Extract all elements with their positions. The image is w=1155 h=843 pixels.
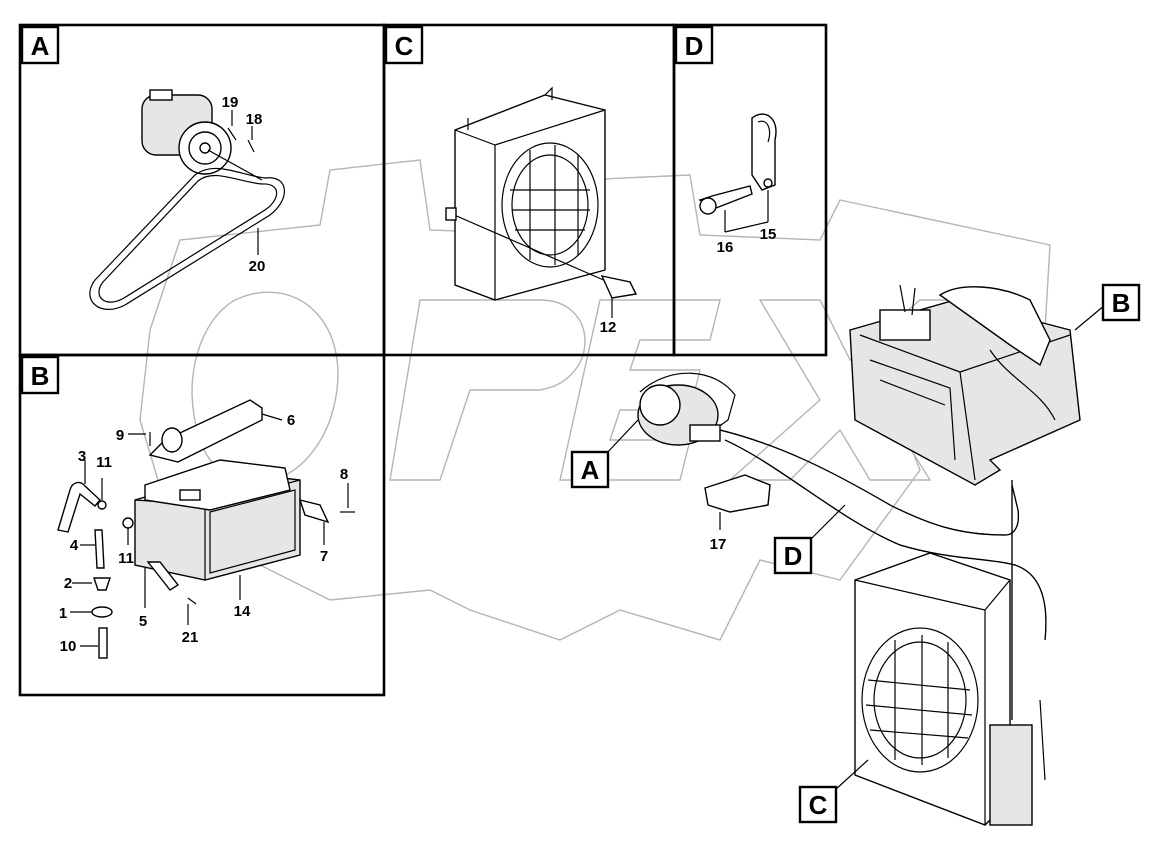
part-21-label: 21 [182, 629, 199, 646]
bolt-12-drawing [445, 207, 638, 318]
part-12-label: 12 [600, 319, 617, 336]
evaporator-unit-drawing [134, 459, 301, 600]
part-5-label: 5 [139, 613, 147, 630]
part-19-label: 19 [222, 94, 239, 111]
callout-c: C [798, 785, 838, 824]
bracket-7 [298, 499, 330, 545]
part-17-label: 17 [710, 536, 727, 553]
clamp-17-drawing [704, 474, 771, 530]
panel-b-frame [18, 353, 386, 697]
panel-c-label-box: C [384, 25, 424, 65]
clamp-1 [70, 606, 113, 618]
condenser-drawing [454, 86, 606, 301]
bolt-16-drawing [698, 185, 753, 232]
part-2-label: 2 [64, 575, 72, 592]
part-11-label-upper: 11 [96, 454, 112, 471]
panel-d-frame [672, 23, 828, 357]
tube-10 [80, 627, 108, 659]
part-16-label: 16 [717, 239, 734, 256]
part-10-label: 10 [60, 638, 77, 655]
callout-a-leader [604, 419, 639, 456]
callout-d-label: D [784, 541, 803, 571]
part-18-label: 18 [246, 111, 263, 128]
hvac-unit-drawing [849, 284, 1081, 486]
callout-a-label: A [581, 455, 600, 485]
panel-c-label: C [395, 31, 414, 61]
part-11-label-lower: 11 [118, 550, 134, 567]
part-1-label: 1 [59, 605, 67, 622]
part-14-label: 14 [234, 603, 251, 620]
refrigerant-hoses [719, 429, 1047, 720]
callout-b-label: B [1112, 288, 1131, 318]
part-3-label: 3 [78, 448, 86, 465]
bracket-5-and-screw-21 [144, 561, 197, 625]
main-condenser-drawing [854, 552, 1046, 826]
part-20-label: 20 [249, 258, 266, 275]
callout-d: D [773, 536, 813, 575]
screw-8 [340, 483, 355, 513]
hose-clamp-drawing [751, 113, 777, 222]
panel-a-label: A [31, 31, 50, 61]
screws-18-19 [227, 110, 255, 153]
part-6-label: 6 [287, 412, 295, 429]
part-8-label: 8 [340, 466, 348, 483]
drive-belt-drawing [89, 149, 285, 310]
cover-6-drawing [148, 399, 283, 463]
panel-d-label: D [685, 31, 704, 61]
part-9-label: 9 [116, 427, 124, 444]
screw-9 [128, 432, 151, 446]
panel-b-label-box: B [20, 355, 60, 395]
callout-b-leader [1074, 304, 1106, 331]
grommet-2 [72, 577, 111, 591]
part-4-label: 4 [70, 537, 79, 554]
panel-d-label-box: D [674, 25, 714, 65]
panel-a-frame [18, 23, 386, 357]
part-7-label: 7 [320, 548, 328, 565]
compressor-drawing [141, 89, 232, 175]
callout-a: A [570, 450, 610, 489]
drain-hose-drawing [57, 460, 134, 569]
callout-c-leader [834, 759, 869, 791]
main-compressor-drawing [637, 372, 736, 446]
panel-a-label-box: A [20, 25, 60, 65]
part-15-label: 15 [760, 226, 777, 243]
panel-b-label: B [31, 361, 50, 391]
callout-b: B [1101, 283, 1141, 322]
callout-c-label: C [809, 790, 828, 820]
